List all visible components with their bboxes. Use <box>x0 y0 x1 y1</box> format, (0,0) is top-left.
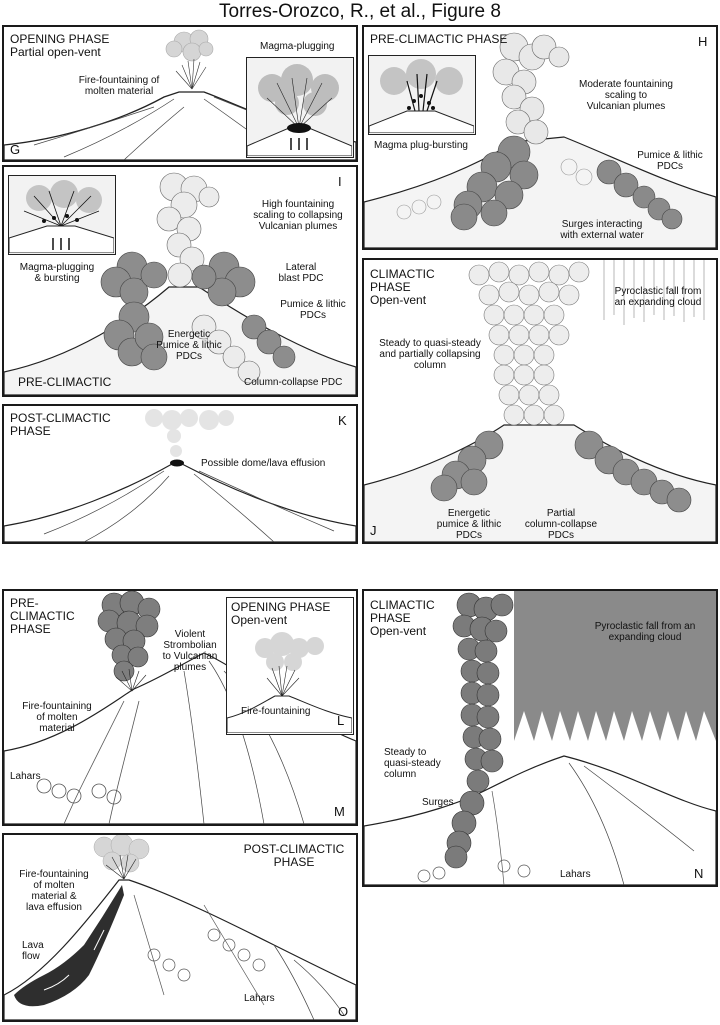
panel-l: OPENING PHASE Open-vent Fire-fountaining… <box>226 597 354 735</box>
panel-n-letter: N <box>694 867 703 880</box>
panel-j-fall-label: Pyroclastic fall from an expanding cloud <box>600 286 716 308</box>
panel-i-collapse-label: Column-collapse PDC <box>244 377 342 388</box>
panel-k-letter: K <box>338 414 347 427</box>
panel-i-pdc-label: Pumice & lithic PDCs <box>272 299 354 321</box>
panel-g-letter: G <box>10 143 20 156</box>
panel-h-inset-label: Magma plug-bursting <box>374 140 468 151</box>
panel-k: POST-CLIMACTIC PHASE Possible dome/lava … <box>2 404 358 544</box>
panel-k-dome-label: Possible dome/lava effusion <box>201 458 325 469</box>
panel-m-fountain-label: Fire-fountaining of molten material <box>12 701 102 734</box>
panel-o-letter: O <box>338 1005 348 1018</box>
panel-j-letter: J <box>370 524 377 537</box>
panel-m-violent-label: Violent Strombolian to Vulcanian plumes <box>152 629 228 673</box>
panel-i: Magma-plugging & bursting High fountaini… <box>2 165 358 397</box>
panel-i-energetic-label: Energetic Pumice & lithic PDCs <box>144 329 234 362</box>
panel-h-inset <box>368 55 476 135</box>
panel-i-inset-label: Magma-plugging & bursting <box>12 262 102 284</box>
panel-i-phase-title: PRE-CLIMACTIC <box>18 376 111 389</box>
panel-o-lava-label: Lava flow <box>22 940 44 962</box>
panel-h-surge-label: Surges interacting with external water <box>542 219 662 241</box>
panel-h-inset-illustration <box>369 56 474 133</box>
panel-h-letter: H <box>698 35 707 48</box>
panel-h-pdc-label: Pumice & lithic PDCs <box>626 150 714 172</box>
panel-j-column-label: Steady to quasi-steady and partially col… <box>372 338 488 371</box>
panel-n-fall-label: Pyroclastic fall from an expanding cloud <box>582 621 708 643</box>
panel-j-partial-label: Partial column-collapse PDCs <box>516 508 606 541</box>
panel-o-fountain-label: Fire-fountaining of molten material & la… <box>12 869 96 913</box>
panel-m: PRE- CLIMACTIC PHASE Violent Strombolian… <box>2 589 358 826</box>
panel-i-fountain-label: High fountaining scaling to collapsing V… <box>242 199 354 232</box>
panel-k-illustration <box>4 406 356 542</box>
panel-g: OPENING PHASE Partial open-vent Fire-fou… <box>2 25 358 162</box>
panel-g-phase-subtitle: Partial open-vent <box>10 46 101 59</box>
panel-l-phase-line2: Open-vent <box>231 614 287 627</box>
panel-m-lahars-label: Lahars <box>10 771 41 782</box>
figure-title: Torres-Orozco, R., et al., Figure 8 <box>0 1 720 23</box>
panel-n-surges-label: Surges <box>422 797 454 808</box>
panel-h-plume-label: Moderate fountaining scaling to Vulcania… <box>566 79 686 112</box>
panel-n: CLIMACTIC PHASE Open-vent Pyroclastic fa… <box>362 589 718 887</box>
panel-o-phase-line2: PHASE <box>234 856 354 869</box>
panel-g-inset-illustration <box>247 58 352 156</box>
panel-m-letter: M <box>334 805 345 818</box>
panel-m-phase-line3: PHASE <box>10 623 51 636</box>
panel-k-phase-line2: PHASE <box>10 425 51 438</box>
panel-i-letter: I <box>338 175 342 188</box>
panel-o: POST-CLIMACTIC PHASE Fire-fountaining of… <box>2 833 358 1022</box>
panel-l-fountain-label: Fire-fountaining <box>241 706 310 717</box>
panel-i-inset <box>8 175 116 255</box>
panel-g-inset <box>246 57 354 158</box>
panel-h: PRE-CLIMACTIC PHASE Magma plug-bursting … <box>362 25 718 250</box>
panel-j: CLIMACTIC PHASE Open-vent Pyroclastic fa… <box>362 258 718 544</box>
panel-i-inset-illustration <box>9 176 114 253</box>
panel-h-phase-title: PRE-CLIMACTIC PHASE <box>370 33 507 46</box>
panel-n-lahars-label: Lahars <box>560 869 591 880</box>
panel-n-phase-line3: Open-vent <box>370 625 426 638</box>
panel-l-letter: L <box>337 714 344 727</box>
panel-n-column-label: Steady to quasi-steady column <box>384 747 441 780</box>
panel-j-phase-line3: Open-vent <box>370 294 426 307</box>
panel-j-energetic-label: Energetic pumice & lithic PDCs <box>424 508 514 541</box>
panel-i-blast-label: Lateral blast PDC <box>266 262 336 284</box>
panel-g-inset-label: Magma-plugging <box>260 41 335 52</box>
panel-o-lahars-label: Lahars <box>244 993 275 1004</box>
panel-g-fountain-label: Fire-fountaining of molten material <box>64 75 174 97</box>
